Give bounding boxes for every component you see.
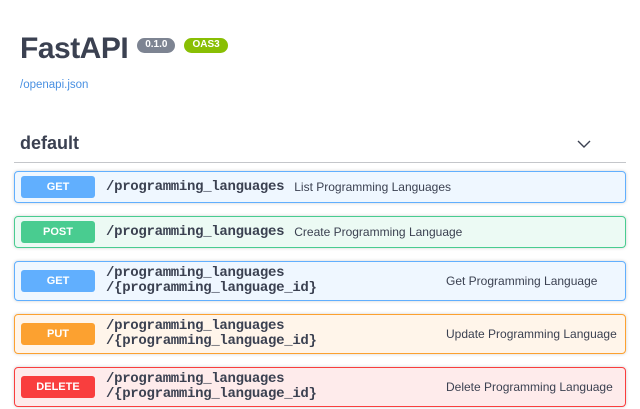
- operation-row[interactable]: POST /programming_languages Create Progr…: [14, 216, 626, 248]
- method-badge[interactable]: GET: [21, 270, 95, 292]
- section-default: default GET /programming_languages List …: [14, 133, 626, 407]
- method-badge[interactable]: GET: [21, 176, 95, 198]
- openapi-json-link[interactable]: /openapi.json: [20, 79, 89, 91]
- method-badge[interactable]: PUT: [21, 323, 95, 345]
- method-badge[interactable]: DELETE: [21, 376, 95, 398]
- endpoint-description: Update Programming Language: [446, 327, 617, 341]
- endpoint-description: Delete Programming Language: [446, 380, 613, 394]
- endpoint-path: /programming_languages: [106, 223, 285, 240]
- endpoint-path: /programming_languages/{programming_lang…: [106, 318, 317, 349]
- endpoint-description: List Programming Languages: [294, 180, 451, 194]
- chevron-down-icon[interactable]: [574, 134, 594, 154]
- endpoint-path: /programming_languages: [106, 178, 285, 195]
- endpoint-path: /programming_languages/{programming_lang…: [106, 265, 317, 296]
- version-badge: 0.1.0: [137, 38, 176, 53]
- method-badge[interactable]: POST: [21, 221, 95, 243]
- operation-row[interactable]: GET /programming_languages/{programming_…: [14, 261, 626, 301]
- app-title: FastAPI: [20, 32, 129, 65]
- operation-row[interactable]: GET /programming_languages List Programm…: [14, 171, 626, 203]
- api-info: FastAPI 0.1.0 OAS3 /openapi.json: [14, 34, 626, 93]
- endpoint-description: Create Programming Language: [294, 225, 463, 239]
- section-header[interactable]: default: [14, 133, 626, 163]
- endpoint-path: /programming_languages/{programming_lang…: [106, 371, 317, 402]
- endpoint-description: Get Programming Language: [446, 274, 598, 288]
- section-title: default: [20, 133, 80, 153]
- operation-row[interactable]: DELETE /programming_languages/{programmi…: [14, 367, 626, 407]
- oas-badge: OAS3: [184, 38, 228, 53]
- operations-list: GET /programming_languages List Programm…: [14, 171, 626, 407]
- operation-row[interactable]: PUT /programming_languages/{programming_…: [14, 314, 626, 354]
